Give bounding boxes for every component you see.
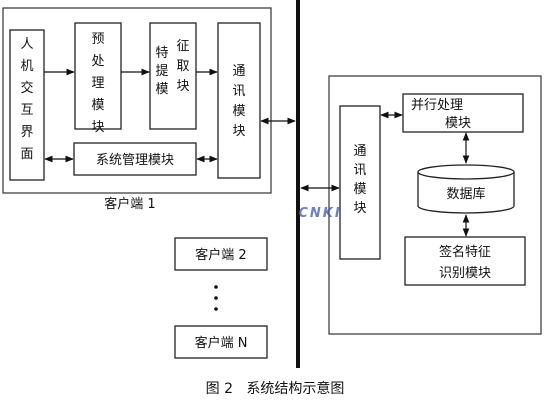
feature-label-col1: 特提模 <box>155 46 168 97</box>
client-comm-box <box>217 22 261 179</box>
feature-label-col2: 征取块 <box>176 39 189 94</box>
parallel-box <box>402 93 524 133</box>
parallel-label-line2: 模块 <box>445 116 471 131</box>
ellipsis-dot-1 <box>214 285 218 289</box>
sysmgmt-label: 系统管理模块 <box>96 153 174 168</box>
client2-label: 客户端 2 <box>195 247 246 263</box>
preprocess-label: 预处理模块 <box>91 32 104 135</box>
database-label: 数据库 <box>446 186 485 202</box>
hci-label: 人机交互界面 <box>20 37 33 162</box>
parallel-label-line1: 并行处理 <box>411 98 463 113</box>
preprocess-box <box>74 22 122 130</box>
sysmgmt-box <box>73 142 197 176</box>
ellipsis-dot-2 <box>214 296 218 300</box>
network-bus <box>296 0 300 368</box>
feature-box <box>149 22 197 130</box>
server-comm-label: 通讯模块 <box>353 144 366 216</box>
clientN-box <box>174 325 268 359</box>
hci-box <box>9 29 45 181</box>
figure-caption: 图 2 系统结构示意图 <box>206 380 345 397</box>
ellipsis-dot-3 <box>214 307 218 311</box>
client-comm-label: 通讯模块 <box>232 64 245 139</box>
clientN-label: 客户端 N <box>195 335 248 351</box>
cnki-watermark: CNKI <box>298 206 341 221</box>
database-cylinder <box>417 164 515 214</box>
client2-box <box>174 237 268 271</box>
signature-box <box>404 236 526 286</box>
server-comm-box <box>339 105 381 260</box>
signature-label-line1: 签名特征 <box>439 244 491 260</box>
client1-label: 客户端 1 <box>104 196 155 212</box>
signature-label-line2: 识别模块 <box>439 266 491 281</box>
